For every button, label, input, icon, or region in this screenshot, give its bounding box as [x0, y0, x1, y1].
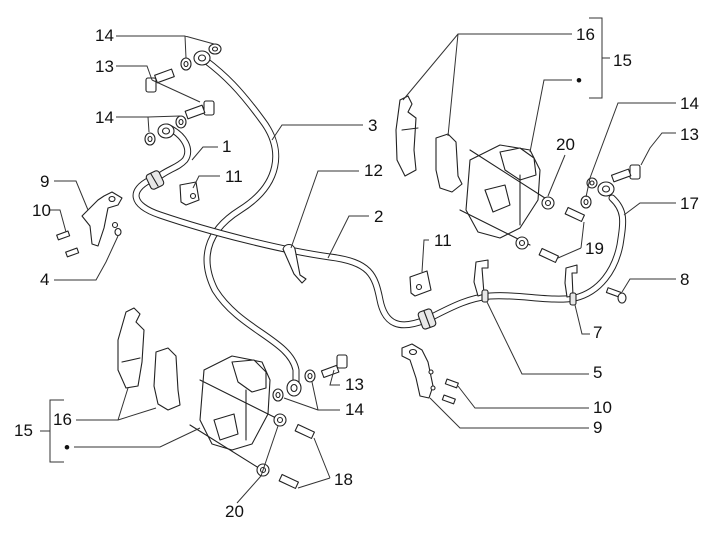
hose-1 — [151, 123, 192, 184]
banjo-eye-top — [193, 50, 211, 66]
clamp-7 — [564, 264, 578, 306]
callout-lbl-20b: 20 — [225, 502, 244, 521]
grommet-middle — [417, 308, 437, 330]
bolts-19 — [538, 206, 585, 263]
kit-marker-lower: • — [64, 438, 70, 457]
callout-lbl-10a: 10 — [32, 201, 51, 220]
callout-lbl-15b: 15 — [14, 421, 33, 440]
callout-lbl-18: 18 — [334, 470, 353, 489]
clip-11-middle — [409, 270, 432, 297]
callout-lbl-13a: 13 — [95, 57, 114, 76]
washers-20-upper — [515, 196, 555, 250]
leader-lines — [40, 17, 676, 504]
bolts-10-upper — [56, 230, 80, 258]
callout-lbl-14b: 14 — [95, 108, 114, 127]
callout-lbl-19: 19 — [585, 239, 604, 258]
brake-pads-16-upper — [395, 95, 463, 193]
clamp-5 — [473, 259, 489, 303]
callout-lbl-13c: 13 — [345, 375, 364, 394]
callout-lbl-8: 8 — [680, 270, 689, 289]
clip-11-upper — [179, 181, 200, 206]
callout-lbl-17: 17 — [680, 194, 699, 213]
brake-pads-16-lower — [117, 307, 181, 411]
banjo-eye-lower — [286, 379, 302, 397]
callout-lbl-12: 12 — [364, 161, 383, 180]
hose-3 — [201, 56, 300, 386]
callout-lbl-15a: 15 — [613, 51, 632, 70]
kit-marker-upper: • — [576, 71, 582, 90]
callout-lbl-14c: 14 — [680, 94, 699, 113]
caliper-upper — [459, 144, 549, 246]
callout-lbl-9a: 9 — [40, 172, 49, 191]
caliper-lower — [189, 355, 277, 471]
callout-lbl-10b: 10 — [593, 398, 612, 417]
callout-lbl-1: 1 — [222, 137, 231, 156]
callout-lbl-7: 7 — [593, 323, 602, 342]
clamp-12 — [282, 243, 307, 284]
callout-lbl-3: 3 — [368, 116, 377, 135]
callout-lbl-14d: 14 — [345, 400, 364, 419]
bolts-10-lower — [441, 378, 459, 405]
bolt-8 — [605, 287, 627, 304]
callout-lbl-13b: 13 — [680, 125, 699, 144]
bracket-9-upper — [81, 191, 123, 247]
bracket-9-lower — [401, 343, 436, 399]
callout-lbl-11a: 11 — [225, 167, 243, 186]
hose-2 — [132, 176, 429, 329]
bolts-18 — [278, 423, 315, 489]
callout-lbl-20a: 20 — [556, 135, 575, 154]
banjo-eye-mid — [157, 123, 175, 139]
callout-lbl-16b: 16 — [53, 410, 72, 429]
banjo-eye-right — [597, 181, 615, 197]
callout-lbl-9b: 9 — [593, 418, 602, 437]
callout-lbl-4: 4 — [40, 270, 49, 289]
nut-4 — [114, 227, 122, 237]
washers-14 — [144, 43, 598, 402]
callout-lbl-2: 2 — [374, 207, 383, 226]
callout-lbl-11b: 11 — [434, 231, 452, 250]
callout-lbl-14a: 14 — [95, 26, 114, 45]
grommet-upper — [145, 170, 165, 190]
callout-lbl-16a: 16 — [576, 25, 595, 44]
callout-lbl-5: 5 — [593, 363, 602, 382]
